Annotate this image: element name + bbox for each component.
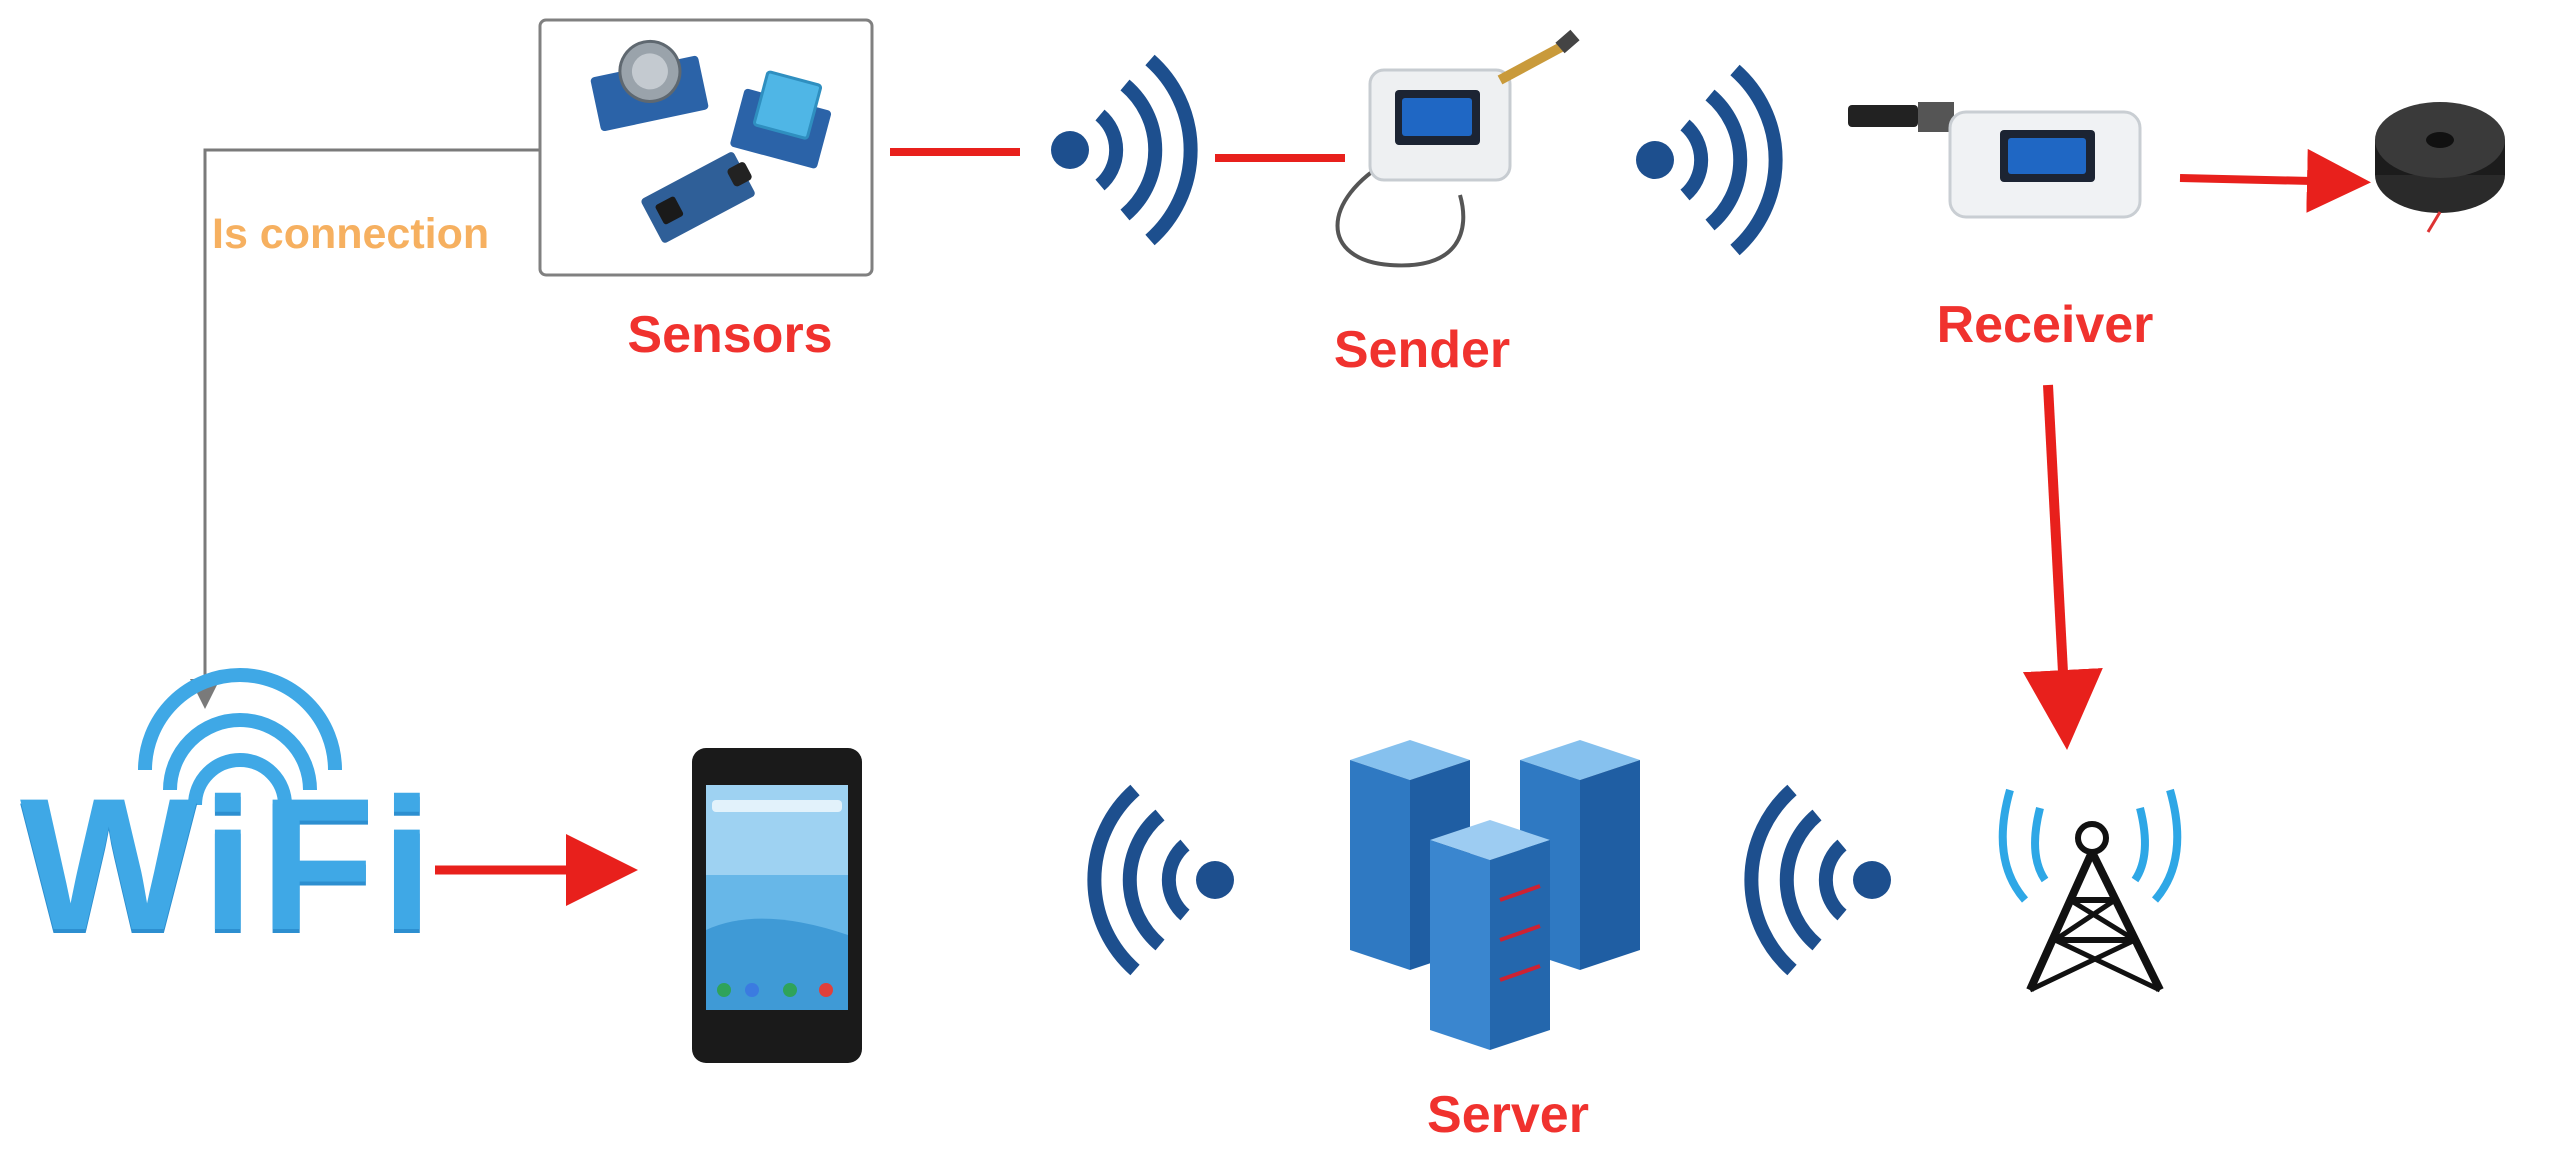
wifi-logo-text: WiFi: [20, 759, 440, 969]
connection-label: Is connection: [212, 210, 490, 258]
server-rack-icon: [1350, 740, 1640, 1050]
wifi-icon: [138, 668, 342, 806]
buzzer-icon: [2375, 102, 2505, 233]
wireless-signal-icon: [1087, 784, 1234, 976]
radio-tower-icon: [1998, 788, 2182, 993]
sensors-icon: [538, 18, 874, 277]
connection-line: [190, 148, 540, 709]
lora-board-usb-icon: [1848, 102, 2142, 219]
link-receiver-to-buzzer: [2179, 148, 2371, 213]
server-label: Server: [1427, 1086, 1589, 1144]
wireless-signal-icon: [1636, 64, 1783, 256]
wireless-signal-icon: [1051, 54, 1198, 246]
sender-label: Sender: [1333, 321, 1511, 379]
smartphone-icon: [692, 748, 862, 1063]
wireless-signal-icon: [1744, 784, 1891, 976]
sensors-label: Sensors: [627, 306, 833, 364]
receiver-label: Receiver: [1936, 296, 2154, 354]
lora-board-antenna-icon: [1335, 29, 1580, 268]
link-receiver-to-tower: [2022, 384, 2103, 750]
